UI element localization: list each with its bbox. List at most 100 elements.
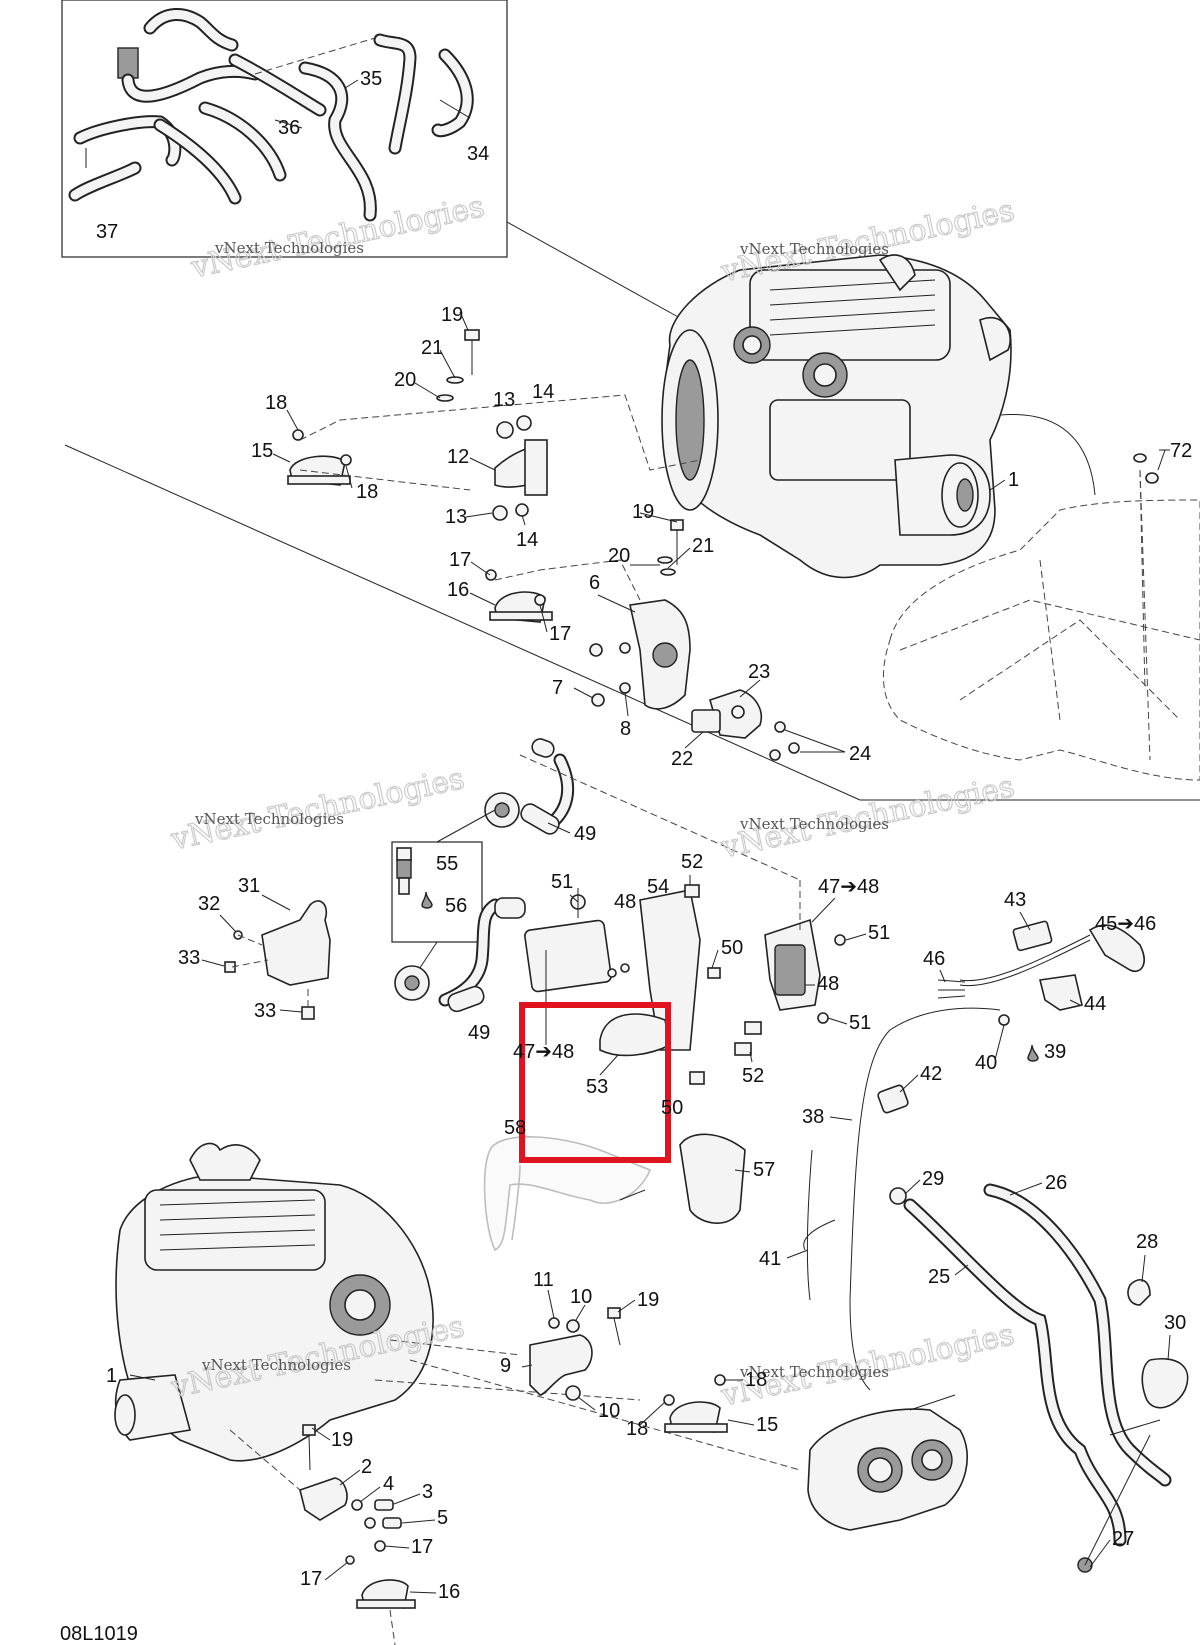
callout-label: 2 <box>361 1456 372 1478</box>
callout-label: 57 <box>753 1159 775 1181</box>
callout-label: 19 <box>441 304 463 326</box>
callout-label: 28 <box>1136 1231 1158 1253</box>
watermark-small: vNext Technologies <box>194 810 344 828</box>
callout-label: 19 <box>331 1429 353 1451</box>
callout-label: 48 <box>817 973 839 995</box>
callout-label: 23 <box>748 661 770 683</box>
layout-lines <box>61 0 1200 801</box>
engine-bracket-9 <box>529 1334 593 1396</box>
callout-label: 14 <box>532 381 554 403</box>
callout-label: 12 <box>447 446 469 468</box>
watermark-small: vNext Technologies <box>201 1356 351 1374</box>
leader-lines <box>129 79 1171 1594</box>
callout-label: 35 <box>360 68 382 90</box>
callout-label: 19 <box>637 1289 659 1311</box>
callout-label: 55 <box>436 853 458 875</box>
muffler-57 <box>679 1133 746 1224</box>
callout-label: 4 <box>383 1473 394 1495</box>
watermark-small: vNext Technologies <box>214 239 364 257</box>
bracket-44 <box>1039 974 1083 1011</box>
callout-label: 7 <box>552 677 563 699</box>
callout-label: 14 <box>516 529 538 551</box>
callout-label: 10 <box>598 1400 620 1422</box>
callout-label: 48 <box>614 891 636 913</box>
callout-label: 13 <box>493 389 515 411</box>
callout-labels: 37 36 35 34 19 21 20 13 14 18 15 12 18 1… <box>60 68 1192 1645</box>
callout-label: 29 <box>922 1168 944 1190</box>
callout-label: 19 <box>632 501 654 523</box>
cylinder-head-lower <box>144 1189 326 1271</box>
callout-label: 49 <box>574 823 596 845</box>
watermark-small: vNext Technologies <box>739 1363 889 1381</box>
callout-label: 3 <box>422 1481 433 1503</box>
callout-label: 17 <box>449 549 471 571</box>
engine-bottom <box>114 1142 801 1491</box>
right-lower-hoses <box>889 1183 1189 1573</box>
callout-label: 30 <box>1164 1312 1186 1334</box>
callout-label: 20 <box>394 369 416 391</box>
drop-icon <box>1027 1044 1039 1062</box>
callout-label: 38 <box>802 1106 824 1128</box>
connector-43 <box>1012 920 1053 952</box>
callout-label: 18 <box>265 392 287 414</box>
callout-label: 22 <box>671 748 693 770</box>
callout-label: 1 <box>1008 469 1019 491</box>
callout-label: 50 <box>721 937 743 959</box>
callout-label: 11 <box>533 1269 554 1291</box>
callout-label: 45➔46 <box>1095 913 1156 935</box>
gasket-30 <box>1141 1358 1189 1409</box>
lower-mounts <box>299 1307 728 1645</box>
right-mid-parts <box>803 920 1145 1391</box>
callout-label: 15 <box>251 440 273 462</box>
callout-label: 25 <box>928 1266 950 1288</box>
upper-mounts <box>287 329 846 761</box>
engine-bracket-2 <box>299 1477 348 1521</box>
callout-label: 16 <box>438 1581 460 1603</box>
callout-label: 1 <box>106 1365 117 1387</box>
callout-label: 6 <box>589 572 600 594</box>
callout-label: 18 <box>745 1369 767 1391</box>
callout-label: 26 <box>1045 1172 1067 1194</box>
callout-label: 16 <box>447 579 469 601</box>
callout-label: 47➔48 <box>513 1041 574 1063</box>
callout-label: 36 <box>278 117 300 139</box>
callout-label: 17 <box>411 1536 433 1558</box>
figure-code: 08L1019 <box>60 1623 138 1645</box>
callout-label: 32 <box>198 893 220 915</box>
callout-label: 20 <box>608 545 630 567</box>
callout-label: 17 <box>300 1568 322 1590</box>
hose-detail-frame <box>61 0 508 258</box>
ignition-coil <box>524 919 612 993</box>
callout-label: 39 <box>1044 1041 1066 1063</box>
callout-label: 47➔48 <box>818 876 879 898</box>
callout-label: 34 <box>467 143 489 165</box>
callout-label: 52 <box>681 851 703 873</box>
callout-label: 44 <box>1084 993 1106 1015</box>
highlight-box <box>519 1002 671 1163</box>
callout-label: 51 <box>868 922 890 944</box>
callout-label: 46 <box>923 948 945 970</box>
callout-label: 49 <box>468 1022 490 1044</box>
callout-label: 17 <box>549 623 571 645</box>
callout-label: 53 <box>586 1076 608 1098</box>
exhaust-ghost <box>483 1133 746 1252</box>
callout-label: 37 <box>96 221 118 243</box>
callout-label: 21 <box>692 535 714 557</box>
watermark-small: vNext Technologies <box>739 815 889 833</box>
callout-label: 58 <box>504 1117 526 1139</box>
callout-label: 72 <box>1170 440 1192 462</box>
callout-label: 54 <box>647 876 669 898</box>
callout-label: 10 <box>570 1286 592 1308</box>
callout-label: 43 <box>1004 889 1026 911</box>
callout-label: 21 <box>421 337 443 359</box>
callout-label: 5 <box>437 1507 448 1529</box>
callout-label: 42 <box>920 1063 942 1085</box>
callout-label: 18 <box>626 1418 648 1440</box>
callout-label: 18 <box>356 481 378 503</box>
chassis-frame <box>882 413 1200 781</box>
engine-top <box>661 254 1012 579</box>
callout-label: 15 <box>756 1414 778 1436</box>
callout-label: 33 <box>178 947 200 969</box>
